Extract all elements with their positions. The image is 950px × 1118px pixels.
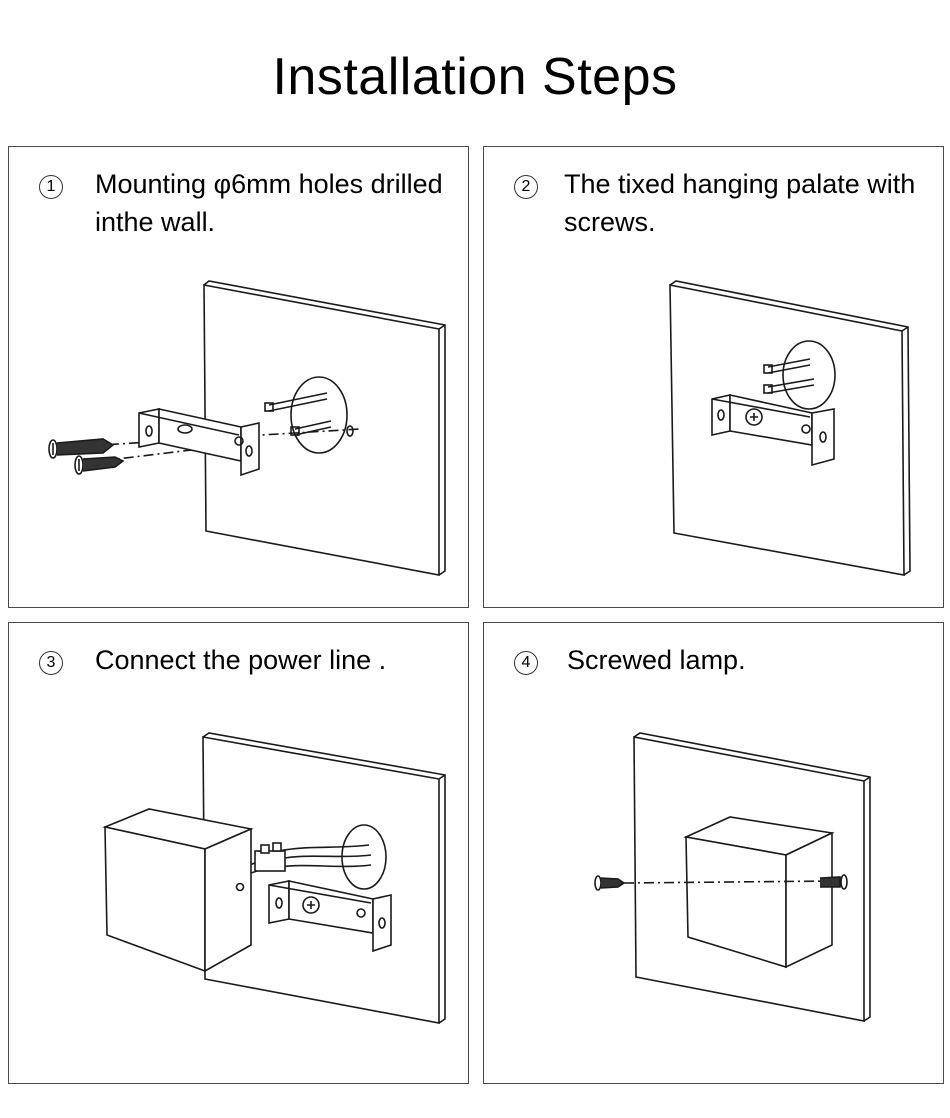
- mounting-bracket: [711, 394, 835, 467]
- step-2-illustration: [669, 280, 911, 576]
- lamp-box: [683, 816, 835, 969]
- screw-left: [594, 875, 626, 891]
- step-4-text: Screwed lamp.: [567, 645, 746, 675]
- step-4-illustration: [594, 732, 871, 1022]
- lamp-box: [102, 808, 254, 973]
- page-title: Installation Steps: [272, 48, 678, 106]
- step-4-panel: 4 Screwed lamp.: [483, 622, 944, 1084]
- step-2-panel: 2 The tixed hanging palate with screws.: [483, 146, 944, 608]
- wall-hole: [290, 376, 348, 454]
- screw-lower: [74, 455, 125, 475]
- step-3-illustration: [102, 732, 446, 1024]
- step-3-number: 3: [39, 651, 63, 675]
- step-3-text: Connect the power line .: [95, 645, 387, 675]
- step-4-number: 4: [514, 651, 538, 675]
- wall-hole: [782, 340, 836, 410]
- mounting-bracket: [268, 880, 392, 953]
- screw-right: [819, 874, 848, 890]
- step-1-text: Mounting φ6mm holes drilled inthe wall.: [95, 169, 443, 237]
- mounting-bracket: [138, 408, 260, 477]
- step-2-number: 2: [514, 175, 538, 199]
- step-1-number: 1: [39, 175, 63, 199]
- step-3-panel: 3 Connect the power line .: [8, 622, 469, 1084]
- step-1-panel: 1 Mounting φ6mm holes drilled inthe wall…: [8, 146, 469, 608]
- screw-upper: [48, 438, 115, 459]
- step-1-illustration: [48, 280, 446, 576]
- step-2-text: The tixed hanging palate with screws.: [564, 169, 916, 237]
